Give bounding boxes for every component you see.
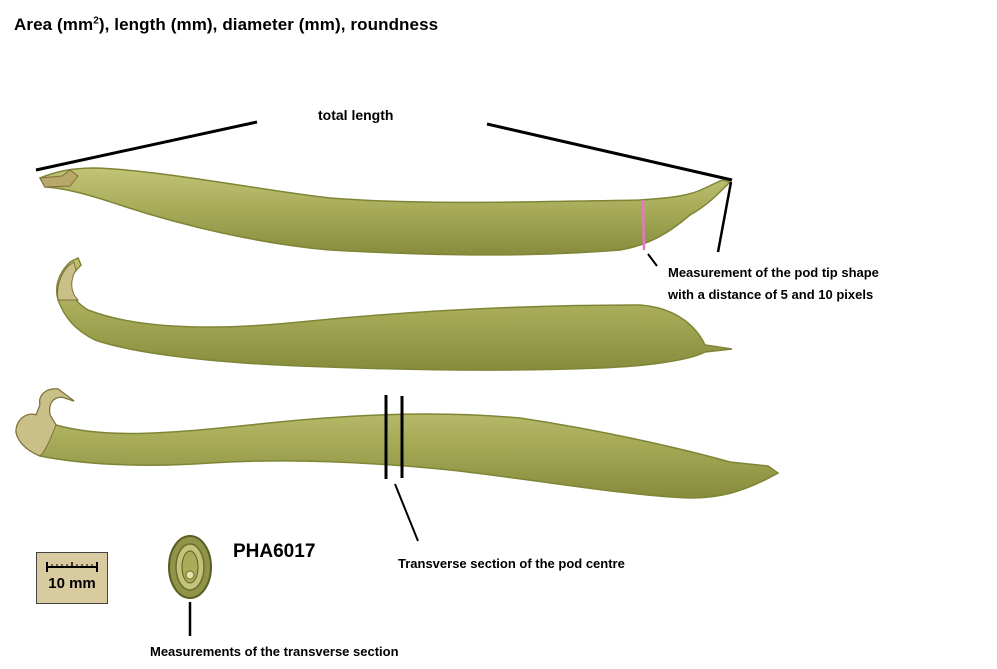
pod-2 <box>57 258 732 370</box>
tip-shape-label: Measurement of the pod tip shape with a … <box>668 262 879 306</box>
total-length-right-line <box>487 124 732 180</box>
scale-bar: 10 mm <box>36 552 108 604</box>
transverse-section-icon <box>169 536 211 636</box>
total-length-label: total length <box>318 107 393 123</box>
scale-bar-label: 10 mm <box>37 575 107 592</box>
transverse-centre-label: Transverse section of the pod centre <box>398 556 625 571</box>
tip-pointer-line <box>648 254 657 266</box>
pod-3 <box>16 389 778 541</box>
total-length-left-line <box>36 122 257 170</box>
tip-shape-line2: with a distance of 5 and 10 pixels <box>668 284 879 306</box>
transverse-pointer-line <box>395 484 418 541</box>
tip-marker <box>643 200 644 250</box>
accession-id-label: PHA6017 <box>233 541 315 563</box>
transverse-section-label: Measurements of the transverse section <box>150 644 399 659</box>
tip-shape-line1: Measurement of the pod tip shape <box>668 262 879 284</box>
pod-1 <box>40 168 731 266</box>
ruler-icon <box>46 561 98 573</box>
